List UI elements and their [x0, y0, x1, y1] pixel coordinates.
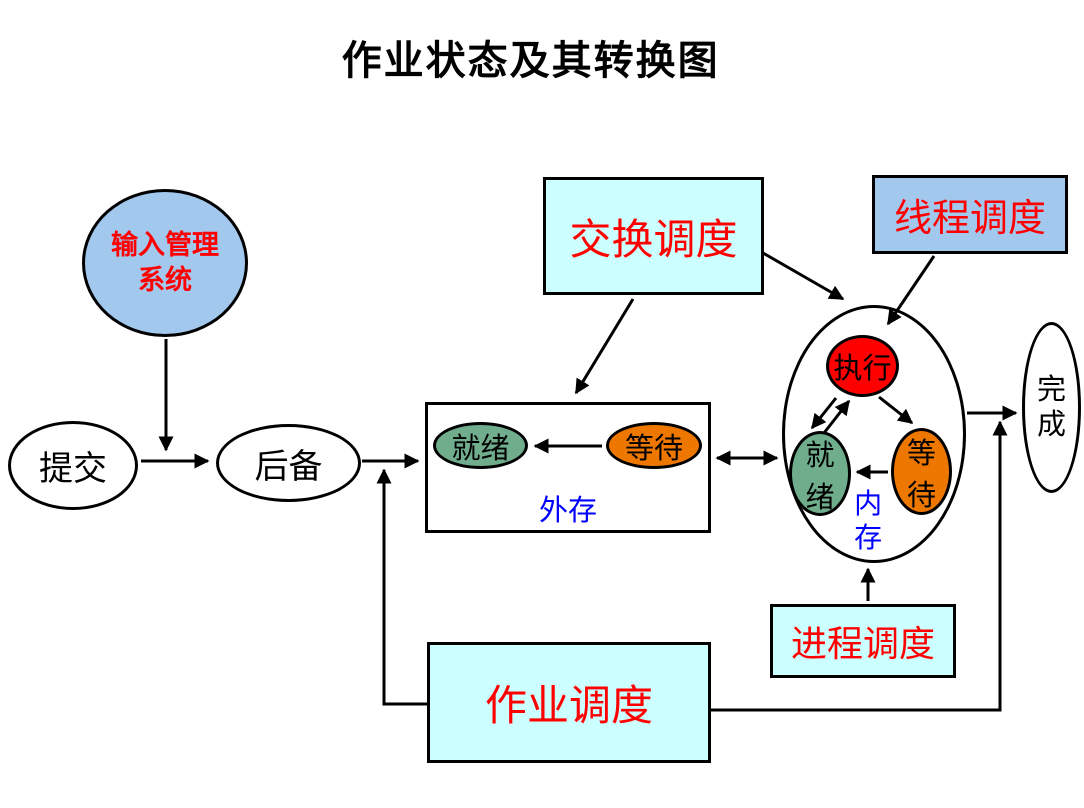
memory-label: 内存	[854, 489, 883, 554]
arrow-swap-to-external	[574, 298, 635, 395]
thread-scheduler-box: 线程调度	[872, 175, 1068, 254]
input-system-node: 输入管理 系统	[82, 189, 248, 337]
ready-node-memory: 就绪	[789, 431, 851, 516]
running-node: 执行	[826, 335, 899, 397]
arrow-job-scheduler-left-feedback	[376, 468, 427, 706]
process-scheduler-box: 进程调度	[770, 604, 956, 678]
finish-node-label: 完成	[1036, 373, 1066, 441]
ready-node-external: 就绪	[433, 422, 528, 469]
arrow-swap-to-memory	[762, 251, 845, 301]
external-storage-label: 外存	[538, 495, 597, 527]
job-scheduler-box: 作业调度	[427, 642, 711, 763]
wait-node-external: 等待	[606, 422, 702, 469]
finish-node: 完成	[1022, 322, 1081, 493]
swap-scheduler-box: 交换调度	[543, 177, 764, 295]
backup-node: 后备	[216, 424, 361, 502]
page-title: 作业状态及其转换图	[341, 39, 720, 83]
submit-node: 提交	[8, 421, 138, 510]
wait-node-memory: 等待	[891, 428, 952, 515]
